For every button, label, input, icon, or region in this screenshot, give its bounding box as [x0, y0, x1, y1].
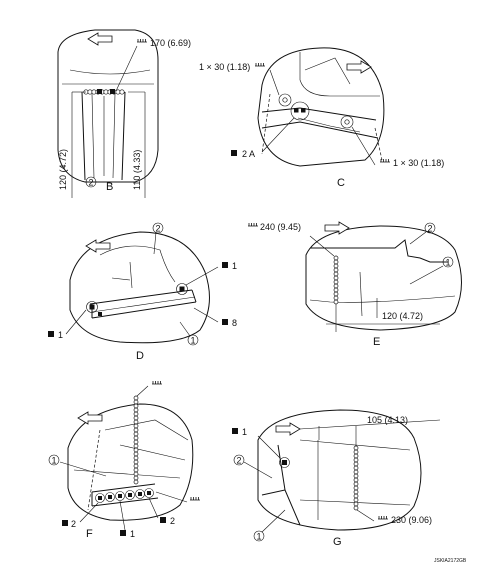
- front-arrow-icon: [275, 422, 301, 436]
- e-dim-bottom: 120 (4.72): [382, 311, 423, 321]
- b-caption: B: [106, 181, 113, 193]
- g-dim-top: 105 (4.13): [367, 415, 408, 425]
- e-weld-length: 240 (9.45): [260, 222, 301, 232]
- f-plug-bottom: 1: [130, 529, 135, 539]
- plug-weld-icon: [48, 331, 54, 337]
- d-plug-left: 1: [58, 330, 63, 340]
- weld-symbol-icon: [189, 496, 201, 501]
- weld-bead: [83, 89, 125, 95]
- g-plug-top: 1: [242, 427, 247, 437]
- panel-f: 1 2 1 2 F: [48, 380, 201, 540]
- g-caption: G: [333, 536, 342, 548]
- panel-e: 240 (9.45) 120 (4.72) 2 1 E: [247, 221, 462, 348]
- weld-bead: [353, 445, 359, 511]
- g-part-bottom: 1: [257, 532, 262, 542]
- panel-b: 170 (6.69) 120 (4.72) 110 (4.33) 2 B: [57, 29, 191, 198]
- b-weld-length: 170 (6.69): [150, 38, 191, 48]
- weld-bead: [133, 395, 139, 485]
- c-plug-count: 2 A: [242, 149, 255, 159]
- g-weld-length: 230 (9.06): [391, 515, 432, 525]
- weld-symbol-icon: [151, 380, 163, 385]
- front-arrow-icon: [87, 32, 113, 46]
- weld-symbol-icon: [377, 515, 389, 520]
- plug-weld-icon: [120, 530, 126, 536]
- panel-g: 105 (4.13) 1 230 (9.06) 2 1 G: [232, 409, 441, 548]
- plug-weld-icon: [231, 150, 237, 156]
- weld-symbol-icon: [379, 158, 391, 163]
- panel-c: 1 × 30 (1.18) 1 × 30 (1.18) 2 A C: [199, 47, 444, 189]
- plug-weld-icon: [160, 517, 166, 523]
- f-caption: F: [86, 528, 93, 540]
- weld-bead: [333, 255, 339, 305]
- front-arrow-icon: [77, 411, 103, 425]
- d-plug-right-bottom: 8: [232, 318, 237, 328]
- e-part-right: 1: [446, 258, 451, 268]
- d-part-bottom: 1: [191, 336, 196, 346]
- f-plug-right: 2: [170, 516, 175, 526]
- plug-weld-icon: [232, 428, 238, 434]
- plug-weld-icon: [222, 262, 228, 268]
- front-arrow-icon: [346, 60, 372, 74]
- plug-weld-row: [95, 488, 154, 503]
- f-part-left: 1: [52, 456, 57, 466]
- weld-symbol-icon: [136, 38, 148, 43]
- c-caption: C: [337, 177, 345, 189]
- b-dim-left: 120 (4.72): [58, 149, 68, 190]
- d-part-top: 2: [156, 224, 161, 234]
- e-part-top: 2: [428, 224, 433, 234]
- e-caption: E: [373, 336, 380, 348]
- panel-d: 2 1 1 8 1 D: [48, 222, 237, 362]
- weld-symbol-icon: [254, 62, 266, 67]
- figure-id: JSKIA2172GB: [434, 558, 467, 564]
- plug-weld-icon: [222, 319, 228, 325]
- c-spot-bottom: 1 × 30 (1.18): [393, 158, 444, 168]
- b-part-callout: 2: [89, 178, 94, 188]
- g-part-left: 2: [237, 456, 242, 466]
- f-plug-left: 2: [71, 519, 76, 529]
- weld-symbol-icon: [247, 222, 259, 227]
- c-spot-top: 1 × 30 (1.18): [199, 62, 250, 72]
- front-arrow-icon: [85, 239, 111, 253]
- d-plug-right-top: 1: [232, 261, 237, 271]
- plug-weld-icon: [62, 520, 68, 526]
- d-caption: D: [136, 350, 144, 362]
- b-dim-right: 110 (4.33): [132, 150, 142, 190]
